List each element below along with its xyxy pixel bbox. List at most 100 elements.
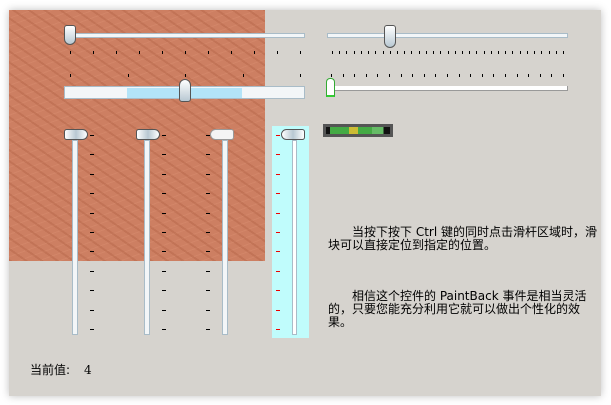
tick-mark xyxy=(555,51,557,54)
tick-mark xyxy=(339,51,341,54)
tick-mark xyxy=(90,232,94,233)
tick-mark xyxy=(206,270,210,272)
tick-mark xyxy=(93,51,94,54)
tick-mark xyxy=(162,193,166,195)
tick-mark xyxy=(90,329,94,330)
tick-mark xyxy=(433,51,435,54)
vslider-4-track[interactable] xyxy=(292,140,297,335)
tick-mark xyxy=(481,74,483,77)
tick-mark xyxy=(483,51,485,54)
tick-mark xyxy=(139,51,140,54)
tick-mark xyxy=(447,51,449,54)
tick-mark xyxy=(519,51,521,54)
tick-mark xyxy=(90,135,94,136)
vslider-3-track[interactable] xyxy=(222,140,228,335)
slider-top-left-thumb[interactable] xyxy=(64,25,76,45)
tick-mark xyxy=(185,74,186,77)
tick-mark xyxy=(365,74,367,77)
tick-mark xyxy=(332,51,333,54)
tick-mark xyxy=(389,51,391,54)
tick-mark xyxy=(206,309,210,311)
tick-mark xyxy=(512,51,514,54)
tick-mark xyxy=(447,74,448,77)
tick-mark xyxy=(389,74,390,77)
tick-mark xyxy=(127,74,129,77)
tick-mark xyxy=(505,74,506,77)
tick-mark xyxy=(331,74,332,77)
level-meter xyxy=(323,124,393,137)
tick-mark xyxy=(461,51,463,54)
tick-mark xyxy=(162,212,166,214)
tick-mark xyxy=(548,51,550,54)
tick-mark xyxy=(440,51,442,54)
tick-mark xyxy=(354,74,356,77)
tick-mark xyxy=(206,212,210,214)
ctrl-hint-text: 当按下按下 Ctrl 键的同时点击滑杆区域时，滑块可以直接定位到指定的位置。 xyxy=(328,225,597,252)
paintback-hint-text: 相信这个控件的 PaintBack 事件是相当灵活的，只要您能充分利用它就可以做… xyxy=(328,289,587,329)
tick-mark xyxy=(162,135,166,136)
tick-mark xyxy=(185,51,186,54)
vslider-3-thumb[interactable] xyxy=(210,129,234,140)
tick-mark xyxy=(277,51,278,54)
tick-mark xyxy=(276,329,280,330)
tick-mark xyxy=(300,74,301,77)
tick-mark xyxy=(242,74,244,77)
tick-mark xyxy=(353,51,355,54)
tick-mark xyxy=(300,51,301,54)
tick-mark xyxy=(116,51,117,54)
tick-mark xyxy=(435,74,437,77)
slider-green-thumb[interactable] xyxy=(326,78,335,97)
tick-mark xyxy=(382,51,384,54)
current-value-label: 当前值: xyxy=(30,363,71,377)
tick-mark xyxy=(276,232,280,233)
tick-mark xyxy=(206,290,210,292)
vslider-1-thumb[interactable] xyxy=(64,129,88,140)
tick-mark xyxy=(526,51,528,54)
tick-mark xyxy=(70,74,71,77)
vslider-1-track[interactable] xyxy=(72,140,78,335)
slider-green-track[interactable] xyxy=(328,86,568,91)
tick-mark xyxy=(90,270,94,272)
tick-mark xyxy=(254,51,255,54)
tick-mark xyxy=(411,51,413,54)
tick-mark xyxy=(162,232,166,233)
tick-mark xyxy=(162,154,166,156)
tick-mark xyxy=(368,51,370,54)
current-value: 4 xyxy=(84,363,92,377)
vslider-2-track[interactable] xyxy=(144,140,150,335)
slider-top-right-track[interactable] xyxy=(327,33,568,38)
tick-mark xyxy=(162,51,163,54)
tick-mark xyxy=(539,74,541,77)
tick-mark xyxy=(412,74,414,77)
tick-mark xyxy=(162,251,166,253)
vslider-4-thumb[interactable] xyxy=(281,129,305,140)
tick-mark xyxy=(346,51,348,54)
tick-mark xyxy=(490,51,492,54)
tick-mark xyxy=(528,74,530,77)
tick-mark xyxy=(454,51,456,54)
tick-mark xyxy=(276,154,280,156)
tick-mark xyxy=(418,51,420,54)
tick-mark xyxy=(206,173,210,175)
tick-mark xyxy=(276,309,280,311)
tick-mark xyxy=(423,74,425,77)
tick-mark xyxy=(563,51,564,54)
slider-top-left-track[interactable] xyxy=(65,33,305,38)
tick-mark xyxy=(534,51,536,54)
tick-mark xyxy=(206,135,210,136)
tick-mark xyxy=(360,51,362,54)
range-slider-thumb[interactable] xyxy=(179,79,191,102)
vslider-2-thumb[interactable] xyxy=(136,129,160,140)
tick-mark xyxy=(162,329,166,330)
tick-mark xyxy=(276,173,280,175)
tick-mark xyxy=(206,329,210,330)
tick-mark xyxy=(162,173,166,175)
tick-mark xyxy=(541,51,543,54)
tick-mark xyxy=(276,290,280,292)
tick-mark xyxy=(90,193,94,195)
tick-mark xyxy=(470,74,472,77)
tick-mark xyxy=(425,51,427,54)
slider-top-right-thumb[interactable] xyxy=(384,25,396,48)
tick-mark xyxy=(276,212,280,214)
tick-mark xyxy=(162,309,166,311)
